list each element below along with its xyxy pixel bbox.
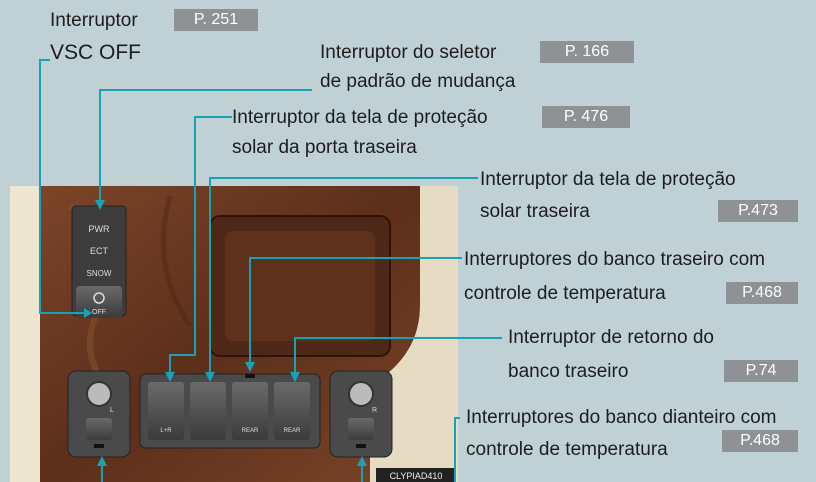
off-label: OFF <box>92 309 106 316</box>
pwr-label: PWR <box>89 224 110 234</box>
pattern-label-1: Interruptor do seletor <box>320 42 497 63</box>
pattern-label-2: de padrão de mudança <box>320 71 516 92</box>
ect-label: ECT <box>90 246 109 256</box>
rear-shade-page-ref[interactable]: P.473 <box>718 200 798 222</box>
console-illustration: PWR ECT SNOW OFF L L+R REAR REAR R CLYPI… <box>10 186 458 482</box>
rear1-label: REAR <box>242 428 259 434</box>
rear-seat-temp-label-1: Interruptores do banco traseiro com <box>464 249 765 270</box>
vsc-icon <box>93 292 105 304</box>
left-seat-heater-button[interactable] <box>86 418 112 440</box>
rear-shade-switch[interactable] <box>190 382 226 440</box>
image-code: CLYPIAD410 <box>390 471 443 481</box>
right-seat-dial[interactable] <box>348 381 374 407</box>
rear-door-shade-label-1: Interruptor da tela de proteção <box>232 107 488 128</box>
r-label: R <box>372 407 377 414</box>
rear-seat-temp-page-ref[interactable]: P.468 <box>726 282 798 304</box>
rear-seat-return-label-1: Interruptor de retorno do <box>508 327 714 348</box>
left-seat-dial[interactable] <box>86 381 112 407</box>
rear-shade-label-1: Interruptor da tela de proteção <box>480 169 736 190</box>
vsc-label-1: Interruptor <box>50 10 138 31</box>
right-seat-heater-button[interactable] <box>348 418 374 440</box>
rear-seat-return-label-2: banco traseiro <box>508 361 629 382</box>
console-photo: PWR ECT SNOW OFF L L+R REAR REAR R CLYPI… <box>10 186 458 482</box>
rear2-label: REAR <box>284 428 301 434</box>
rear-door-shade-page-ref[interactable]: P. 476 <box>542 106 630 128</box>
lr-label: L+R <box>160 428 172 434</box>
rear-seat-temp-label-2: controle de temperatura <box>464 283 666 304</box>
pattern-page-ref[interactable]: P. 166 <box>540 41 634 63</box>
front-seat-temp-label-1: Interruptores do banco dianteiro com <box>466 407 777 428</box>
front-seat-temp-label-2: controle de temperatura <box>466 439 668 460</box>
vsc-page-ref[interactable]: P. 251 <box>174 9 258 31</box>
front-seat-temp-page-ref[interactable]: P.468 <box>722 430 798 452</box>
rear-door-shade-switch[interactable] <box>148 382 184 440</box>
l-label: L <box>110 407 114 414</box>
rear-seat-return-page-ref[interactable]: P.74 <box>724 360 798 382</box>
rear-seat-heater-switch[interactable] <box>232 382 268 440</box>
rear-shade-label-2: solar traseira <box>480 201 590 222</box>
rear-door-shade-label-2: solar da porta traseira <box>232 137 417 158</box>
rear-seat-return-switch[interactable] <box>274 382 310 440</box>
snow-label: SNOW <box>87 269 112 278</box>
vsc-label-2: VSC OFF <box>50 41 142 64</box>
